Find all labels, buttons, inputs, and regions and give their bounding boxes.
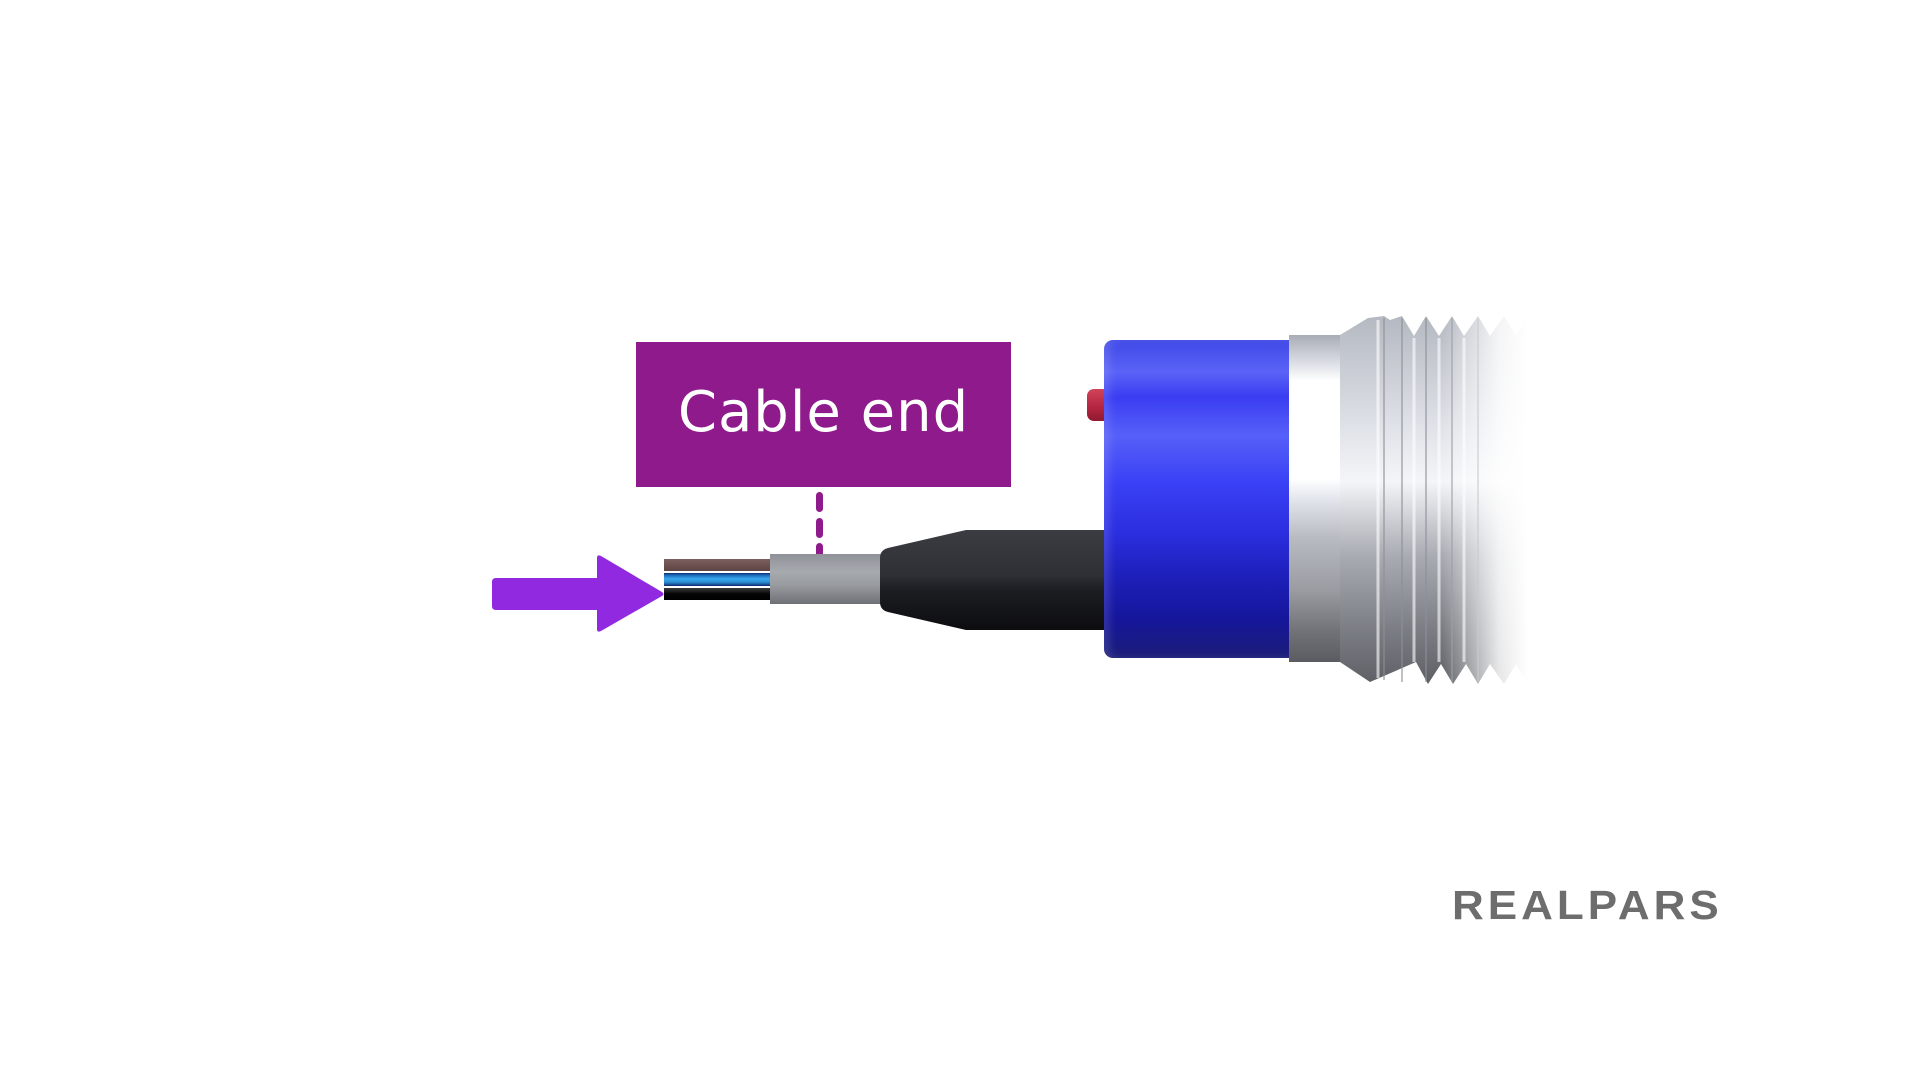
pointer-arrow-icon [492, 555, 664, 632]
leader-dash-2 [816, 518, 823, 538]
realpars-logo: REALPARS [1452, 883, 1723, 929]
cable-sheath [770, 554, 882, 604]
blue-connector-body [1104, 340, 1290, 658]
silver-collar [1289, 335, 1341, 662]
black-wire [664, 588, 772, 600]
cable-end-label-box: Cable end [636, 342, 1011, 487]
brown-wire [664, 559, 772, 571]
leader-dash-1 [816, 492, 823, 512]
blue-wire [664, 573, 772, 586]
red-indicator-button [1087, 389, 1106, 421]
threaded-section [1338, 312, 1528, 688]
strain-relief-boot [880, 530, 1106, 630]
leader-dash-3 [816, 543, 823, 556]
cable-end-label-text: Cable end [677, 380, 970, 445]
